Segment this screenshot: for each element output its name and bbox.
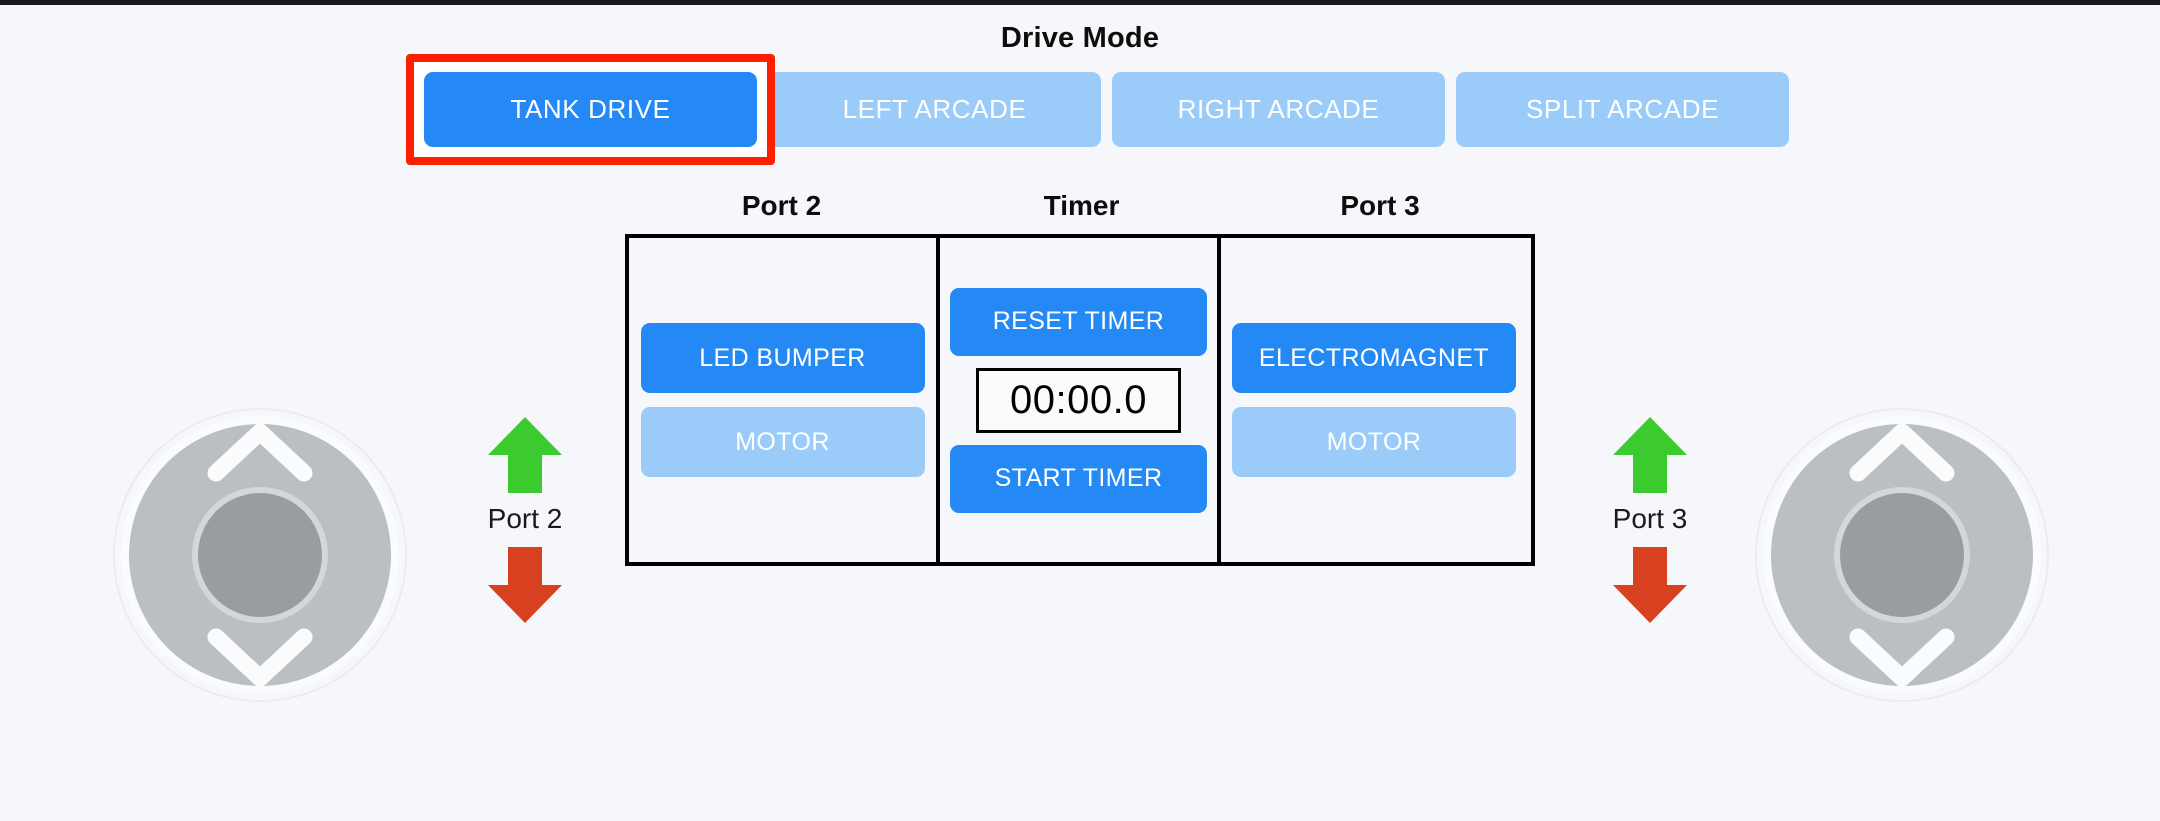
- drive-mode-button-right-arcade[interactable]: RIGHT ARCADE: [1112, 72, 1445, 147]
- panel-header-row: Port 2 Timer Port 3: [625, 190, 1535, 222]
- drive-mode-button-split-arcade[interactable]: SPLIT ARCADE: [1456, 72, 1789, 147]
- up-arrow-icon[interactable]: [486, 415, 564, 495]
- start-timer-button[interactable]: START TIMER: [950, 444, 1207, 513]
- port2-caption: Port 2: [487, 503, 563, 534]
- selection-highlight-box: TANK DRIVE: [406, 54, 775, 165]
- timer-column: RESET TIMER 00:00.0 START TIMER: [936, 238, 1221, 562]
- port3-column: ELECTROMAGNET MOTOR: [1221, 238, 1527, 562]
- port3-caption: Port 3: [1612, 503, 1688, 534]
- window-chrome-bar: [0, 0, 2160, 5]
- joystick-knob[interactable]: [198, 493, 322, 617]
- chevron-down-icon[interactable]: [1849, 628, 1955, 687]
- port3-motor-button[interactable]: MOTOR: [1232, 407, 1516, 477]
- chevron-up-icon[interactable]: [207, 423, 313, 482]
- port2-motor-button[interactable]: MOTOR: [640, 407, 925, 477]
- panel-header-port3: Port 3: [1340, 190, 1420, 221]
- joystick-outer-ring: [113, 408, 407, 702]
- drive-mode-button-tank-drive[interactable]: TANK DRIVE: [424, 72, 757, 147]
- port2-column: LED BUMPER MOTOR: [629, 238, 936, 562]
- up-arrow-icon[interactable]: [1611, 415, 1689, 495]
- left-joystick[interactable]: [110, 405, 410, 705]
- reset-timer-button[interactable]: RESET TIMER: [950, 287, 1207, 356]
- drive-mode-button-group: TANK DRIVE LEFT ARCADE RIGHT ARCADE SPLI…: [406, 54, 1789, 165]
- down-arrow-icon[interactable]: [1611, 545, 1689, 625]
- chevron-down-icon[interactable]: [207, 628, 313, 687]
- control-panel: LED BUMPER MOTOR RESET TIMER 00:00.0 STA…: [625, 234, 1535, 566]
- drive-mode-title: Drive Mode: [1000, 22, 1160, 54]
- right-joystick[interactable]: [1752, 405, 2052, 705]
- port2-arrow-cluster: Port 2: [450, 415, 600, 625]
- joystick-knob[interactable]: [1840, 493, 1964, 617]
- down-arrow-icon[interactable]: [486, 545, 564, 625]
- chevron-up-icon[interactable]: [1849, 423, 1955, 482]
- panel-header-timer: Timer: [1043, 190, 1120, 221]
- panel-header-port2: Port 2: [741, 190, 822, 221]
- joystick-outer-ring: [1755, 408, 2049, 702]
- port3-arrow-cluster: Port 3: [1575, 415, 1725, 625]
- led-bumper-button[interactable]: LED BUMPER: [640, 323, 925, 393]
- timer-display: 00:00.0: [976, 367, 1181, 433]
- electromagnet-button[interactable]: ELECTROMAGNET: [1232, 323, 1516, 393]
- drive-mode-button-left-arcade[interactable]: LEFT ARCADE: [768, 72, 1101, 147]
